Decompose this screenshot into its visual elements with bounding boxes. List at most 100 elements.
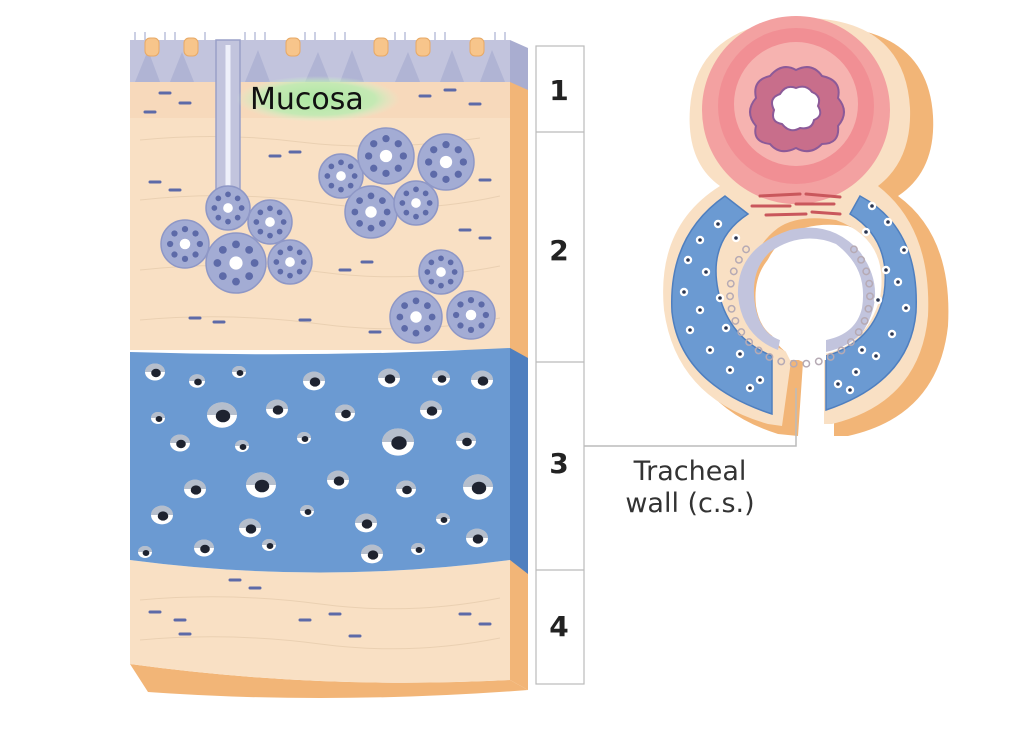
mucosa-label: Mucosa [250, 82, 364, 117]
ring-chondrocyte [883, 217, 893, 227]
layer-number-2: 2 [549, 234, 568, 267]
chondrocyte [189, 374, 205, 388]
chondrocyte [145, 363, 165, 381]
caption-line-1: Tracheal [633, 456, 747, 487]
ring-chondrocyte [695, 305, 705, 315]
chondrocyte [456, 432, 476, 450]
ring-chondrocyte [731, 233, 741, 243]
layer-number-3: 3 [549, 447, 568, 480]
epithelial-cells [135, 50, 505, 82]
mucosa-highlight [236, 76, 400, 122]
chondrocyte [235, 440, 249, 452]
gland-acinus [357, 127, 415, 185]
chondrocyte [378, 368, 400, 388]
ring-chondrocyte [705, 345, 715, 355]
ring-chondrocyte [713, 219, 723, 229]
chondrocyte [382, 428, 414, 456]
chondrocyte [335, 404, 355, 422]
gland-acinus [247, 199, 293, 245]
block-bottom-face [130, 664, 528, 699]
cross-section-chondrocytes [679, 201, 911, 395]
gland-acinus [417, 133, 475, 191]
cross-section-glands [726, 245, 874, 368]
ring-chondrocyte [715, 293, 725, 303]
chondrocyte [327, 470, 349, 490]
ring-chondrocyte [683, 255, 693, 265]
chondrocyte [266, 399, 288, 419]
ring-chondrocyte [873, 295, 883, 305]
gland-acinus [446, 290, 496, 340]
ring-chondrocyte [701, 267, 711, 277]
ring-chondrocyte [755, 375, 765, 385]
goblet-cells [144, 37, 485, 57]
ring-chondrocyte [871, 351, 881, 361]
tracheal-lumen [755, 240, 864, 360]
layer-number-1: 1 [549, 74, 568, 107]
chondrocyte [436, 513, 450, 525]
gland-acinus [160, 219, 210, 269]
chondrocyte [239, 518, 261, 538]
ring-chondrocyte [893, 277, 903, 287]
ring-chondrocyte [851, 367, 861, 377]
esophagus-lumen [771, 85, 822, 132]
chondrocyte [361, 544, 383, 564]
adventitia-tissue [130, 560, 510, 683]
chondrocyte [151, 505, 173, 525]
ring-chondrocyte [725, 365, 735, 375]
gland-acinus [393, 180, 439, 226]
chondrocyte [246, 472, 276, 498]
chondrocyte [466, 528, 488, 548]
epithelium-side [510, 40, 528, 90]
chondrocyte [303, 371, 325, 391]
chondrocyte [207, 402, 237, 428]
gland-acinus [205, 185, 251, 231]
ring-chondrocyte [861, 227, 871, 237]
gland-acinus [389, 290, 443, 344]
chondrocyte [194, 539, 214, 557]
ring-chondrocyte [845, 385, 855, 395]
cilia [134, 32, 506, 40]
ring-chondrocyte [899, 245, 909, 255]
ring-chondrocyte [833, 379, 843, 389]
chondrocyte [184, 479, 206, 499]
gland-acinus [344, 185, 398, 239]
chondrocyte [355, 513, 377, 533]
trachea-cross-section [663, 16, 949, 436]
chondrocytes [138, 363, 493, 564]
ring-chondrocyte [735, 349, 745, 359]
ring-chondrocyte [745, 383, 755, 393]
chondrocyte [420, 400, 442, 420]
ring-chondrocyte [721, 323, 731, 333]
ring-chondrocyte [881, 265, 891, 275]
submucosa-tissue [130, 80, 510, 350]
chondrocyte [262, 539, 276, 551]
chondrocyte [138, 546, 152, 558]
chondrocyte [411, 543, 425, 555]
layer-index [535, 45, 585, 685]
ring-chondrocyte [867, 201, 877, 211]
chondrocyte [232, 366, 247, 378]
gland-acinus [318, 153, 364, 199]
caption-line-2: wall (c.s.) [625, 488, 754, 519]
chondrocyte [432, 370, 450, 386]
layer-number-4: 4 [549, 610, 568, 643]
chondrocyte [396, 480, 416, 498]
chondrocyte [151, 412, 165, 424]
ring-chondrocyte [685, 325, 695, 335]
leader-line [584, 388, 797, 447]
gland-acinus [205, 232, 267, 294]
trachealis-muscle [750, 192, 842, 217]
chondrocyte [297, 432, 311, 444]
gland-acinus [418, 249, 464, 295]
ring-chondrocyte [857, 345, 867, 355]
block-side-cartilage [510, 348, 528, 574]
ring-chondrocyte [695, 235, 705, 245]
ring-chondrocyte [887, 329, 897, 339]
gland-acinus [267, 239, 313, 285]
ring-chondrocyte [901, 303, 911, 313]
seromucous-glands [160, 127, 496, 344]
chondrocyte [300, 505, 314, 517]
wall-block [130, 32, 528, 699]
chondrocyte [471, 370, 493, 390]
